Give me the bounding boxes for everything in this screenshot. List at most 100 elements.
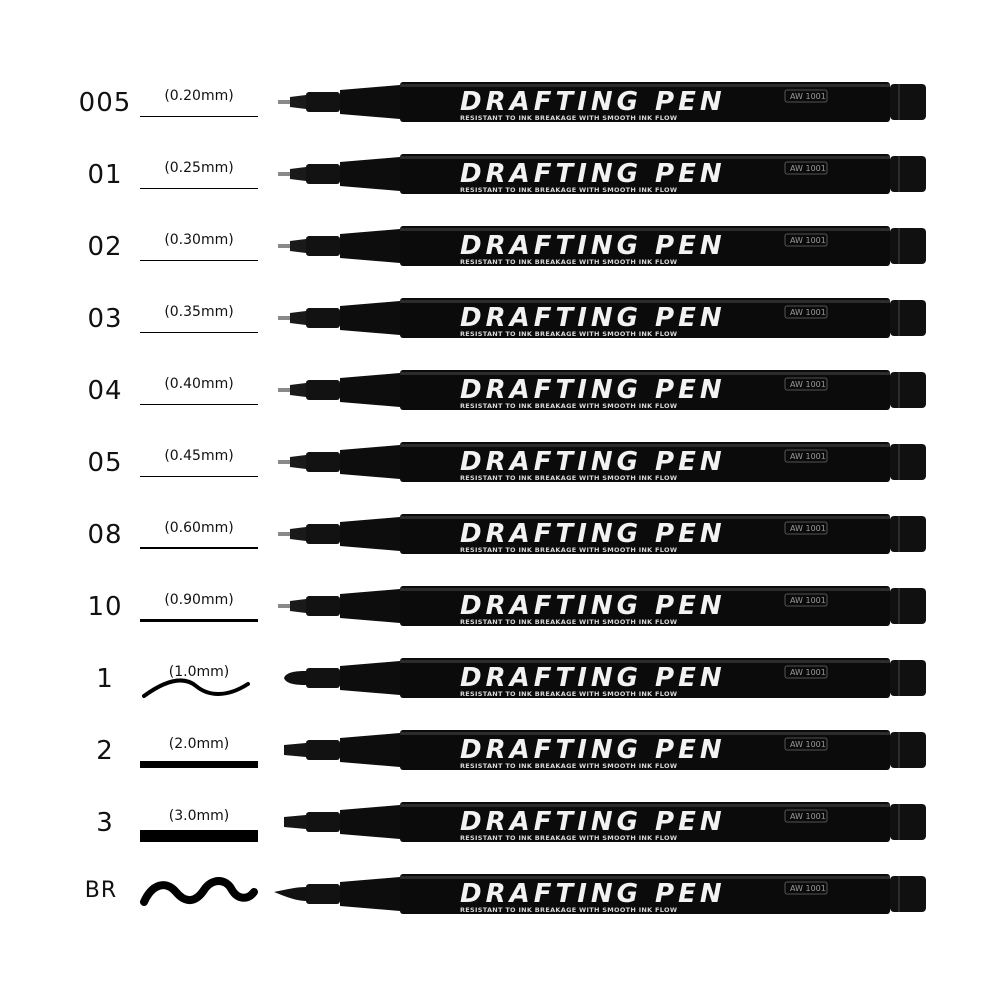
pen-subtitle: RESISTANT TO INK BREAKAGE WITH SMOOTH IN… xyxy=(460,834,677,842)
pen-title: DRAFTING PEN xyxy=(460,807,726,837)
pen-title: DRAFTING PEN xyxy=(460,735,726,765)
model-label: AW 1001 xyxy=(790,884,826,893)
model-badge xyxy=(784,305,828,319)
model-badge xyxy=(784,449,828,463)
model-label: AW 1001 xyxy=(790,812,826,821)
model-label: AW 1001 xyxy=(790,308,826,317)
pen-taper xyxy=(340,445,400,479)
model-badge xyxy=(784,737,828,751)
pen-title: DRAFTING PEN xyxy=(460,663,726,693)
model-badge xyxy=(784,881,828,895)
stroke-sample xyxy=(140,830,258,842)
pen-taper xyxy=(340,661,400,695)
stroke-sample xyxy=(140,877,258,906)
pen-tip xyxy=(278,455,306,469)
pen-grip xyxy=(306,596,340,616)
stroke-sample xyxy=(140,187,258,189)
pen-taper xyxy=(340,733,400,767)
size-code: 005 xyxy=(78,88,132,118)
pen-tip xyxy=(278,383,306,397)
pen-title: DRAFTING PEN xyxy=(460,591,726,621)
model-label: AW 1001 xyxy=(790,236,826,245)
pen-taper xyxy=(340,877,400,911)
pen-cap-end xyxy=(890,660,926,696)
pen-tip xyxy=(278,311,306,325)
stroke-sample xyxy=(140,475,258,477)
model-badge xyxy=(784,377,828,391)
model-label: AW 1001 xyxy=(790,668,826,677)
width-label: (0.25mm) xyxy=(164,160,234,176)
pen-taper xyxy=(340,85,400,119)
pen-taper xyxy=(340,805,400,839)
pen-subtitle: RESISTANT TO INK BREAKAGE WITH SMOOTH IN… xyxy=(460,114,677,122)
pen-title: DRAFTING PEN xyxy=(460,447,726,477)
pen-grip xyxy=(306,884,340,904)
pen-cap-end xyxy=(890,516,926,552)
size-code: 05 xyxy=(87,448,123,478)
stroke-sample xyxy=(140,760,258,768)
size-code: 10 xyxy=(87,592,123,622)
pen-subtitle: RESISTANT TO INK BREAKAGE WITH SMOOTH IN… xyxy=(460,618,677,626)
pen-body xyxy=(400,298,890,338)
pen-cap-end xyxy=(890,300,926,336)
pen-body xyxy=(400,82,890,122)
pen-subtitle: RESISTANT TO INK BREAKAGE WITH SMOOTH IN… xyxy=(460,546,677,554)
pen-cap-end xyxy=(890,228,926,264)
pen-body xyxy=(400,802,890,842)
pen-subtitle: RESISTANT TO INK BREAKAGE WITH SMOOTH IN… xyxy=(460,690,677,698)
model-label: AW 1001 xyxy=(790,596,826,605)
width-label: (0.35mm) xyxy=(164,304,234,320)
pen-taper xyxy=(340,373,400,407)
pen-taper xyxy=(340,589,400,623)
width-label: (1.0mm) xyxy=(168,664,230,680)
pen-taper xyxy=(340,301,400,335)
pen-title: DRAFTING PEN xyxy=(460,519,726,549)
pen-body xyxy=(400,370,890,410)
pen-cap-end xyxy=(890,156,926,192)
pen-subtitle: RESISTANT TO INK BREAKAGE WITH SMOOTH IN… xyxy=(460,186,677,194)
pen-grip xyxy=(306,308,340,328)
pen-body xyxy=(400,514,890,554)
width-label: (0.20mm) xyxy=(164,88,234,104)
model-badge xyxy=(784,521,828,535)
stroke-sample xyxy=(140,618,258,622)
pen-taper xyxy=(340,517,400,551)
model-badge xyxy=(784,665,828,679)
width-label: (0.90mm) xyxy=(164,592,234,608)
pen-cap-end xyxy=(890,444,926,480)
pen-grip xyxy=(306,812,340,832)
model-badge xyxy=(784,233,828,247)
pen-cap-end xyxy=(890,876,926,912)
stroke-sample xyxy=(140,403,258,405)
pen-grip xyxy=(306,524,340,544)
stroke-sample xyxy=(140,115,258,117)
size-code: 03 xyxy=(87,304,123,334)
model-label: AW 1001 xyxy=(790,452,826,461)
pen-tip xyxy=(278,239,306,253)
pen-title: DRAFTING PEN xyxy=(460,159,726,189)
width-label: (0.45mm) xyxy=(164,448,234,464)
pen-subtitle: RESISTANT TO INK BREAKAGE WITH SMOOTH IN… xyxy=(460,402,677,410)
model-badge xyxy=(784,89,828,103)
pen-grip xyxy=(306,92,340,112)
size-code: BR xyxy=(84,878,118,903)
size-code: 08 xyxy=(87,520,123,550)
pen-cap-end xyxy=(890,732,926,768)
pen-tip xyxy=(278,599,306,613)
